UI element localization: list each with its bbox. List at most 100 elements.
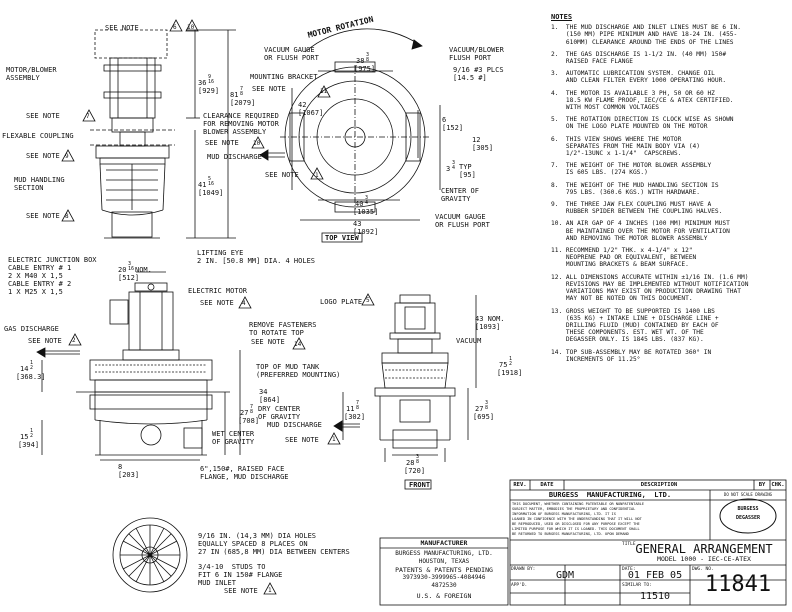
- manufacturer-city: HOUSTON, TEXAS: [418, 558, 470, 565]
- dim-75-frac: 1 2: [509, 356, 513, 367]
- rev-header: REV.: [513, 482, 527, 488]
- flexible-coupling-label: FLEXABLE COUPLING: [2, 132, 74, 140]
- note-flag-8: 8: [65, 213, 69, 220]
- note-item: 5. THE ROTATION DIRECTION IS CLOCK WISE …: [551, 116, 734, 131]
- note-flag-14: 14: [294, 341, 302, 348]
- see-note-label: SEE NOTE: [224, 587, 258, 595]
- dim-38: 38: [356, 57, 365, 65]
- mounting-bracket-label: MOUNTING BRACKET: [250, 73, 318, 81]
- dim-8: 8 [203]: [118, 463, 140, 479]
- dim-40: 40: [355, 200, 364, 208]
- dim-368: [368.3]: [16, 373, 46, 381]
- bottom-inlet-view: [112, 517, 188, 593]
- dim-81-frac: 7 8: [240, 86, 244, 97]
- dim-27b: 27: [475, 405, 484, 413]
- note-item: 9. THE THREE JAW FLEX COUPLING MUST HAVE…: [551, 201, 723, 216]
- note-flag-4: 4: [242, 300, 246, 307]
- chk-header: CHK.: [771, 482, 785, 488]
- vacuum-gauge-label: VACUUM GAUGE OR FLUSH PORT: [264, 46, 319, 62]
- similar-to-value: 11510: [639, 591, 671, 602]
- note-item: 13. GROSS WEIGHT TO BE SUPPORTED IS 1400…: [551, 307, 719, 344]
- dim-695: [695]: [473, 413, 495, 421]
- flange-label: 6",150#, RAISED FACE FLANGE, MUD DISCHAR…: [200, 465, 289, 481]
- note-flag-1c: 1: [268, 587, 272, 594]
- dim-14-frac: 1 2: [30, 360, 34, 371]
- patents-label: PATENTS & PATENTS PENDING: [395, 566, 493, 574]
- note-item: 7. THE WEIGHT OF THE MOTOR BLOWER ASSEMB…: [551, 162, 712, 177]
- dim-1035: [1035]: [353, 208, 379, 216]
- confidential-text: THIS DOCUMENT, WHETHER CONTAINING PATENT…: [512, 502, 644, 536]
- lifting-eye-label: LIFTING EYE 2 IN. [50.8 MM] DIA. 4 HOLES: [197, 249, 316, 265]
- dim-708: [708]: [238, 417, 260, 425]
- dim-41: 41: [198, 181, 207, 189]
- date-label: DATE:: [622, 567, 636, 572]
- dim-40-frac: 3 4: [365, 195, 369, 206]
- appd-label: APP'D.: [511, 583, 528, 588]
- drawn-by-value: GDM: [555, 570, 575, 581]
- dim-1049: [1049]: [198, 189, 224, 197]
- vacuum-label: VACUUM: [456, 337, 482, 345]
- dim-81: 81: [230, 91, 239, 99]
- see-note-label: SEE NOTE: [200, 299, 234, 307]
- dim-2079: [2079]: [230, 99, 256, 107]
- see-note-label: SEE NOTE: [26, 212, 60, 220]
- dim-14: 14: [20, 365, 29, 373]
- top-mud-tank-label: TOP OF MUD TANK (PREFERRED MOUNTING): [256, 363, 341, 379]
- note-flag-7: 7: [86, 113, 90, 120]
- note-flag-6: 6: [173, 24, 177, 31]
- remove-fasteners-label: REMOVE FASTENERS TO ROTATE TOP: [249, 321, 317, 337]
- motor-blower-label: MOTOR/BLOWER ASSEMBLY: [6, 66, 57, 82]
- dim-3-frac: 3 4: [452, 160, 456, 171]
- note-flag-1b: 1: [332, 436, 336, 443]
- holes-label: 9/16 #3 PLCS [14.5 #]: [453, 66, 504, 82]
- left-elevation-view: [36, 271, 241, 461]
- center-gravity-label: CENTER OF GRAVITY: [441, 187, 479, 203]
- junction-box-label: ELECTRIC JUNCTION BOX CABLE ENTRY # 1 2 …: [8, 256, 97, 296]
- see-note-label: SEE NOTE: [26, 152, 60, 160]
- note-flag-5: 5: [366, 297, 370, 304]
- notes-panel: NOTES 1. THE MUD DISCHARGE AND INLET LIN…: [551, 13, 787, 368]
- mud-handling-label: MUD HANDLING SECTION: [14, 176, 65, 192]
- dim-394: [394]: [18, 441, 40, 449]
- manufacturer-heading: MANUFACTURER: [420, 539, 468, 547]
- dim-929: [929]: [198, 87, 220, 95]
- description-header: DESCRIPTION: [640, 482, 678, 488]
- us-foreign-label: U.S. & FOREIGN: [416, 592, 472, 600]
- note-item: 14. TOP SUB-ASSEMBLY MAY BE ROTATED 360°…: [551, 348, 712, 363]
- dim-43: 43 [1092]: [353, 220, 379, 236]
- note-item: 11. RECOMMEND 1/2" THK. x 4-1/4" x 12" N…: [551, 247, 697, 269]
- dim-38-frac: 3 8: [366, 52, 370, 63]
- side-elevation-view: [90, 29, 236, 239]
- see-note-label: SEE NOTE: [252, 85, 286, 93]
- dim-15-frac: 1 2: [30, 428, 34, 439]
- studs-label: 3/4-10 STUDS TO FIT 6 IN 150# FLANGE MUD…: [198, 563, 283, 587]
- note-flag-10b: 10: [253, 140, 261, 147]
- note-item: 10. AN AIR GAP OF 4 INCHES (100 MM) MINI…: [551, 220, 730, 242]
- notes-heading: NOTES: [551, 13, 573, 21]
- note-flag-9: 9: [65, 153, 69, 160]
- patent-numbers: 3973930-3999965-4084946: [402, 574, 486, 581]
- burgess-logo-icon: [719, 498, 777, 534]
- dim-27a: 27: [240, 409, 249, 417]
- dim-41-frac: 5 16: [208, 176, 215, 187]
- top-view: [259, 28, 441, 243]
- vacuum-gauge2-label: VACUUM GAUGE OR FLUSH PORT: [435, 213, 490, 229]
- note-item: 4. THE MOTOR IS AVAILABLE 3 PH, 50 OR 60…: [551, 89, 734, 112]
- top-view-title: TOP VIEW: [325, 234, 359, 242]
- dim-nom: NOM.: [135, 266, 152, 274]
- date-header: DATE: [540, 482, 554, 488]
- see-note-label: SEE NOTE: [205, 139, 239, 147]
- dim-36: 36: [198, 79, 207, 87]
- similar-to-label: SIMILAR TO:: [622, 583, 652, 588]
- manufacturer-name: BURGESS MANUFACTURING, LTD.: [395, 550, 493, 557]
- note-item: 8. THE WEIGHT OF THE MUD HANDLING SECTIO…: [551, 181, 719, 196]
- dim-43-nom: 43 NOM. [1093]: [475, 315, 505, 331]
- no-scale-label: DO NOT SCALE DRAWING: [723, 492, 773, 497]
- mud-discharge-label: MUD DISCHARGE: [207, 153, 262, 161]
- front-view-title: FRONT: [409, 481, 431, 489]
- gas-discharge-label: GAS DISCHARGE: [4, 325, 59, 333]
- note-item: 2. THE GAS DISCHARGE IS 1-1/2 IN. (40 MM…: [551, 50, 727, 66]
- dim-27b-frac: 3 8: [485, 400, 489, 411]
- dim-typ: TYP [95]: [459, 163, 476, 179]
